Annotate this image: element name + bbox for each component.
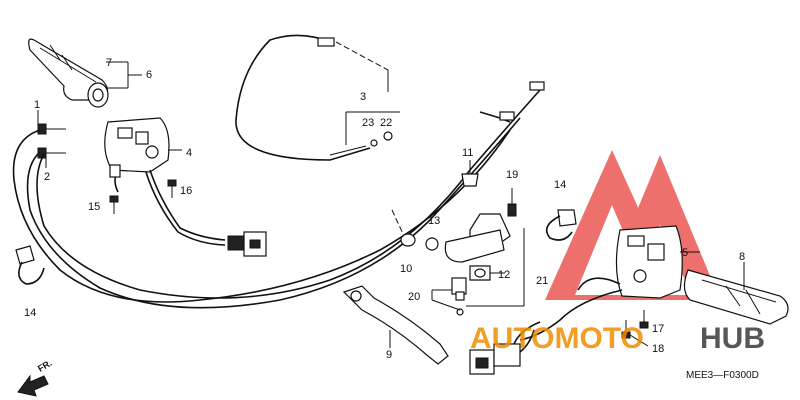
callout-13: 13	[428, 215, 440, 227]
cable-clamp-left	[15, 245, 45, 285]
throttle-grip	[28, 38, 109, 108]
clutch-lever	[342, 285, 449, 365]
callout-17: 17	[652, 323, 664, 335]
clutch-cable	[235, 34, 393, 161]
right-grip	[683, 269, 789, 325]
bolt-17	[639, 310, 649, 329]
callout-22: 22	[380, 117, 392, 129]
callout-14-left: 14	[24, 307, 36, 319]
callout-11: 11	[462, 147, 473, 159]
throttle-cables	[12, 81, 545, 309]
bolt-19	[507, 188, 517, 217]
front-marker-label: FR.	[36, 358, 54, 374]
callout-6: 6	[146, 69, 152, 81]
callout-1: 1	[34, 99, 40, 111]
cable-clamp-right	[545, 209, 577, 241]
diagram-code: MEE3—F0300D	[686, 370, 759, 381]
callout-20: 20	[408, 291, 420, 303]
callout-9: 9	[386, 349, 392, 361]
callout-18: 18	[652, 343, 664, 355]
watermark-text-part1: AUTOMOTO	[470, 322, 644, 355]
callout-14-right: 14	[554, 179, 566, 191]
watermark-text-part2: HUB	[700, 322, 765, 355]
front-arrow-icon	[17, 374, 49, 397]
clutch-lever-bracket	[400, 213, 511, 281]
callout-16: 16	[180, 185, 192, 197]
callout-8: 8	[739, 251, 745, 263]
callout-3: 3	[360, 91, 366, 103]
clutch-switch	[451, 277, 467, 316]
screw-16	[167, 179, 177, 198]
callout-23: 23	[362, 117, 374, 129]
callout-21: 21	[536, 275, 548, 287]
callout-4: 4	[186, 147, 192, 159]
screw-15	[109, 195, 119, 214]
bolt-1	[37, 123, 66, 135]
watermark-text: AUTOMOTO HUB	[470, 322, 765, 355]
callout-12: 12	[498, 269, 510, 281]
callout-7: 7	[106, 57, 112, 69]
bolt-18	[621, 320, 649, 347]
callout-10: 10	[400, 263, 412, 275]
callout-5: 5	[682, 247, 688, 259]
callout-19: 19	[506, 169, 518, 181]
callout-15: 15	[88, 201, 100, 213]
callout-2: 2	[44, 171, 50, 183]
right-connector	[469, 321, 541, 375]
bolt-11	[461, 160, 479, 187]
left-switch-housing	[104, 117, 267, 257]
